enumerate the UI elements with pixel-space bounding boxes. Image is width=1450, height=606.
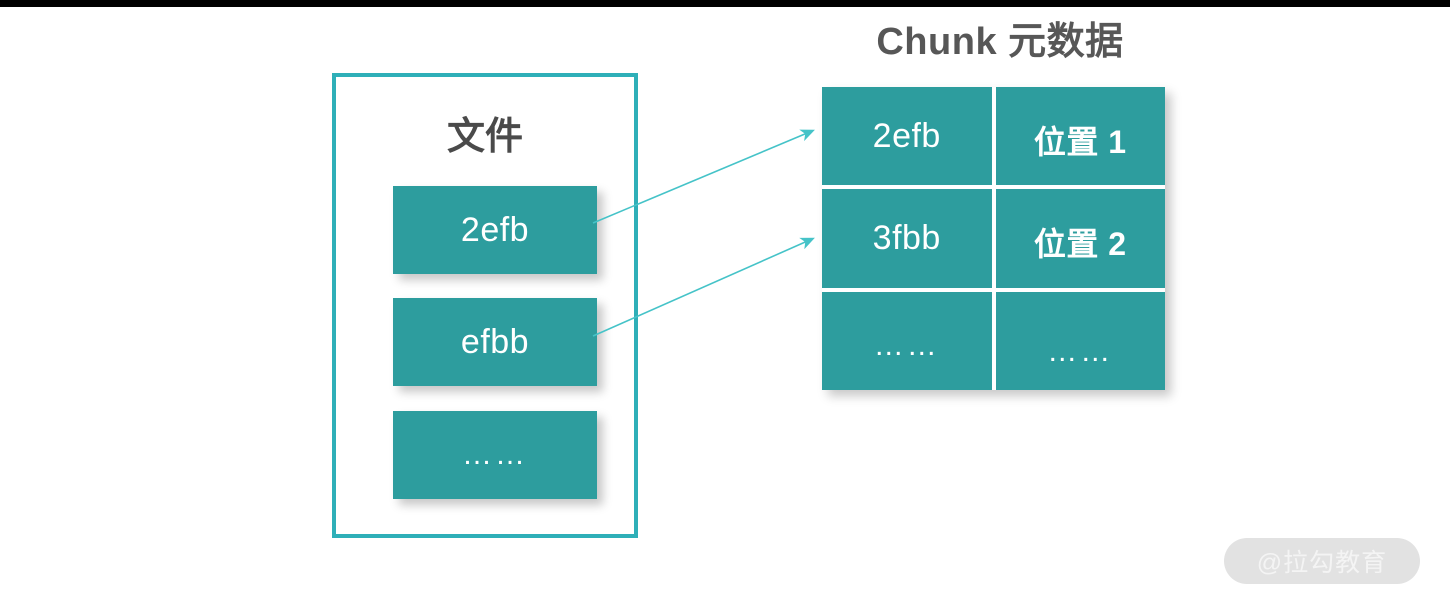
top-black-band bbox=[0, 0, 1450, 7]
file-chunk-block: 2efb bbox=[393, 186, 597, 274]
watermark-badge: @拉勾教育 bbox=[1224, 538, 1420, 584]
page-title: Chunk 元数据 bbox=[876, 21, 1124, 63]
table-cell-chunk-id: 2efb bbox=[822, 87, 992, 186]
file-panel: 文件 2efb efbb …… bbox=[332, 73, 638, 538]
chunk-metadata-table: 2efb 位置 1 3fbb 位置 2 …… …… bbox=[822, 87, 1165, 390]
table-cell-location: 位置 2 bbox=[995, 189, 1165, 288]
table-cell-chunk-id: 3fbb bbox=[822, 189, 992, 288]
table-cell-location: 位置 1 bbox=[995, 87, 1165, 186]
table-cell-location-ellipsis: …… bbox=[995, 291, 1165, 390]
file-chunk-block: efbb bbox=[393, 298, 597, 386]
file-chunk-block-ellipsis: …… bbox=[393, 411, 597, 499]
table-cell-chunk-id-ellipsis: …… bbox=[822, 291, 992, 390]
file-panel-title: 文件 bbox=[446, 116, 523, 158]
